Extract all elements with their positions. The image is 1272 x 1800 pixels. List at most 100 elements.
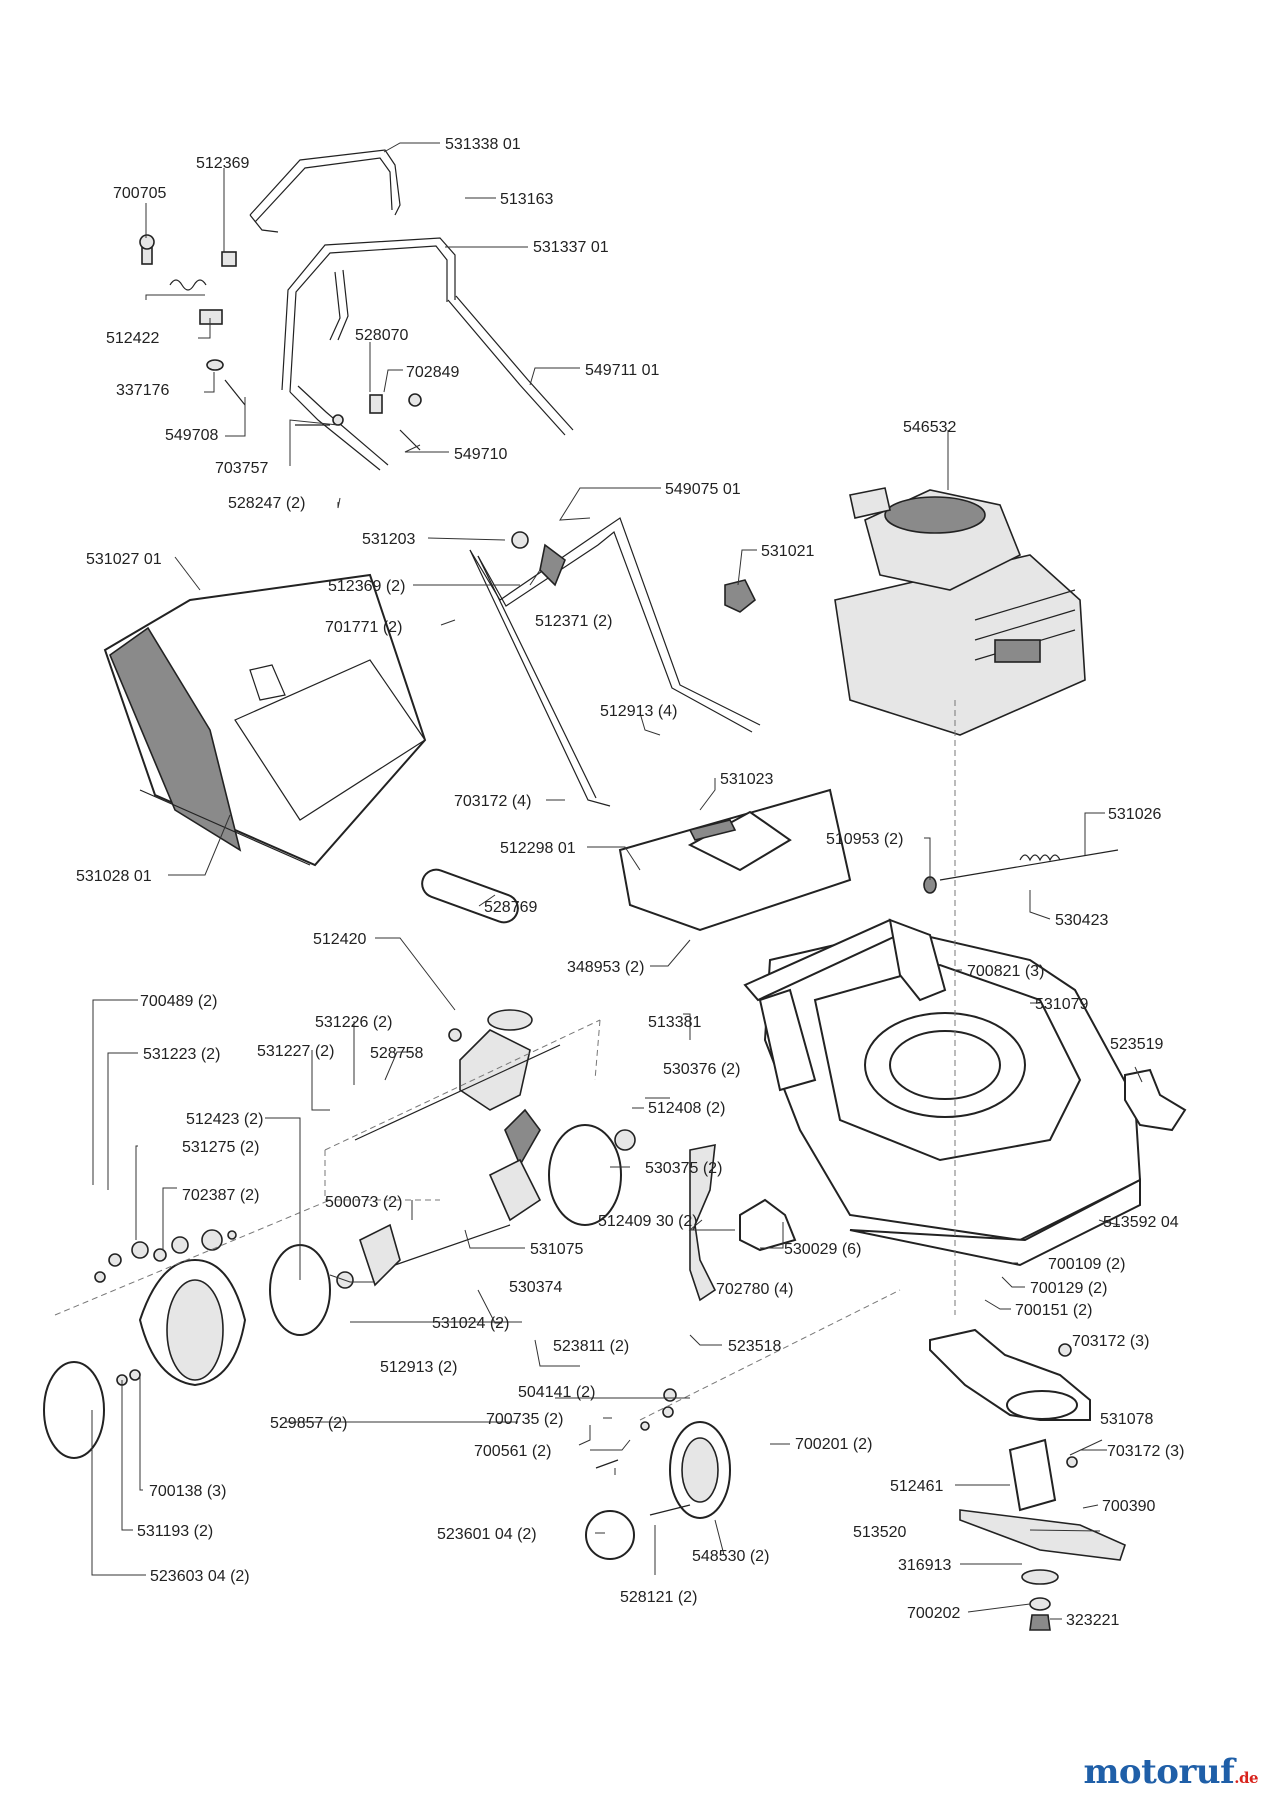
label-523603-04-2: 523603 04 (2) xyxy=(150,1568,250,1585)
label-531075: 531075 xyxy=(530,1241,583,1258)
label-512369-2: 512369 (2) xyxy=(328,578,405,595)
deck-side-bracket xyxy=(888,918,947,1002)
label-531275-2: 531275 (2) xyxy=(182,1139,259,1156)
label-531021: 531021 xyxy=(761,543,814,560)
label-512298-01: 512298 01 xyxy=(500,840,576,857)
handle-fasteners xyxy=(295,393,422,451)
part-531021 xyxy=(724,579,757,613)
label-316913: 316913 xyxy=(898,1557,951,1574)
label-530376-2: 530376 (2) xyxy=(663,1061,740,1078)
label-512423-2: 512423 (2) xyxy=(186,1111,263,1128)
label-703172-4: 703172 (4) xyxy=(454,793,531,810)
front-wheel-assembly xyxy=(585,1144,797,1560)
label-510953-2: 510953 (2) xyxy=(826,831,903,848)
label-528247-2: 528247 (2) xyxy=(228,495,305,512)
part-523519 xyxy=(1124,1068,1187,1132)
label-702849: 702849 xyxy=(406,364,459,381)
motoruf-logo[interactable]: motoruf.de xyxy=(1083,1752,1258,1792)
label-500073-2: 500073 (2) xyxy=(325,1194,402,1211)
label-531338-01: 531338 01 xyxy=(445,136,521,153)
label-700202: 700202 xyxy=(907,1605,960,1622)
upper-handle-part xyxy=(249,149,401,233)
label-531079: 531079 xyxy=(1035,996,1088,1013)
rear-wheel-assembly xyxy=(43,1229,354,1459)
label-512913-4: 512913 (4) xyxy=(600,703,677,720)
front-wheel-axis xyxy=(639,1289,901,1421)
label-512422: 512422 xyxy=(106,330,159,347)
label-549710: 549710 xyxy=(454,446,507,463)
label-531023: 531023 xyxy=(720,771,773,788)
label-549075-01: 549075 01 xyxy=(665,481,741,498)
label-549711-01: 549711 01 xyxy=(585,362,660,379)
label-703172-3a: 703172 (3) xyxy=(1072,1333,1149,1350)
label-700109-2: 700109 (2) xyxy=(1048,1256,1125,1273)
label-703172-3b: 703172 (3) xyxy=(1107,1443,1184,1460)
label-531337-01: 531337 01 xyxy=(533,239,609,256)
label-531078: 531078 xyxy=(1100,1411,1153,1428)
label-512461: 512461 xyxy=(890,1478,943,1495)
label-323221: 323221 xyxy=(1066,1612,1119,1629)
label-700705: 700705 xyxy=(113,185,166,202)
engine-part xyxy=(834,487,1086,736)
label-530374: 530374 xyxy=(509,1279,562,1296)
label-531226-2: 531226 (2) xyxy=(315,1014,392,1031)
label-530029-6: 530029 (6) xyxy=(784,1241,861,1258)
label-337176: 337176 xyxy=(116,382,169,399)
drive-assembly-part xyxy=(359,1108,636,1287)
label-530375-2: 530375 (2) xyxy=(645,1160,722,1177)
label-504141-2: 504141 (2) xyxy=(518,1384,595,1401)
label-531027-01: 531027 01 xyxy=(86,551,162,568)
label-703757: 703757 xyxy=(215,460,268,477)
mower-deck-part xyxy=(758,928,1142,1267)
label-529857-2: 529857 (2) xyxy=(270,1415,347,1432)
belt-part xyxy=(421,868,519,924)
label-702780-4: 702780 (4) xyxy=(716,1281,793,1298)
label-530423: 530423 xyxy=(1055,912,1108,929)
label-531203: 531203 xyxy=(362,531,415,548)
gearbox-part xyxy=(354,1009,561,1141)
label-700735-2: 700735 (2) xyxy=(486,1411,563,1428)
label-523519: 523519 xyxy=(1110,1036,1163,1053)
label-531223-2: 531223 (2) xyxy=(143,1046,220,1063)
label-548530-2: 548530 (2) xyxy=(692,1548,769,1565)
part-number-labels: 531338 01 513163 512369 700705 531337 01… xyxy=(76,136,1184,1629)
label-528070: 528070 xyxy=(355,327,408,344)
label-701771-2: 701771 (2) xyxy=(325,619,402,636)
label-513520: 513520 xyxy=(853,1524,906,1541)
label-700138-3: 700138 (3) xyxy=(149,1483,226,1500)
rear-flap-part xyxy=(618,788,852,932)
label-512913-2: 512913 (2) xyxy=(380,1359,457,1376)
label-528121-2: 528121 (2) xyxy=(620,1589,697,1606)
label-531193-2: 531193 (2) xyxy=(137,1523,213,1540)
small-fasteners-top-left xyxy=(139,234,246,406)
grass-catcher-part xyxy=(103,573,427,867)
label-348953-2: 348953 (2) xyxy=(567,959,644,976)
label-531227-2: 531227 (2) xyxy=(257,1043,334,1060)
brand-name: motoruf xyxy=(1083,1752,1235,1792)
label-512409-30-2: 512409 30 (2) xyxy=(598,1213,698,1230)
label-512369: 512369 xyxy=(196,155,249,172)
handle-bar-part xyxy=(281,237,456,393)
leader-lines xyxy=(91,142,1143,1620)
label-512371-2: 512371 (2) xyxy=(535,613,612,630)
label-513381: 513381 xyxy=(648,1014,701,1031)
gearbox-assembly-outline xyxy=(324,1019,601,1201)
label-549708: 549708 xyxy=(165,427,218,444)
label-531028-01: 531028 01 xyxy=(76,868,152,885)
label-546532: 546532 xyxy=(903,419,956,436)
label-702387-2: 702387 (2) xyxy=(182,1187,259,1204)
rear-axle-part xyxy=(923,849,1119,894)
label-700821-3: 700821 (3) xyxy=(967,963,1044,980)
brand-tld: .de xyxy=(1234,1769,1258,1787)
lower-handle-part xyxy=(289,295,574,471)
label-700201-2: 700201 (2) xyxy=(795,1436,872,1453)
label-528758: 528758 xyxy=(370,1045,423,1062)
label-523811-2: 523811 (2) xyxy=(553,1338,629,1355)
label-700390: 700390 xyxy=(1102,1498,1155,1515)
label-512420: 512420 xyxy=(313,931,366,948)
label-700129-2: 700129 (2) xyxy=(1030,1280,1107,1297)
label-523518: 523518 xyxy=(728,1338,781,1355)
label-700489-2: 700489 (2) xyxy=(140,993,217,1010)
label-513163: 513163 xyxy=(500,191,553,208)
main-handle-part xyxy=(469,517,761,807)
